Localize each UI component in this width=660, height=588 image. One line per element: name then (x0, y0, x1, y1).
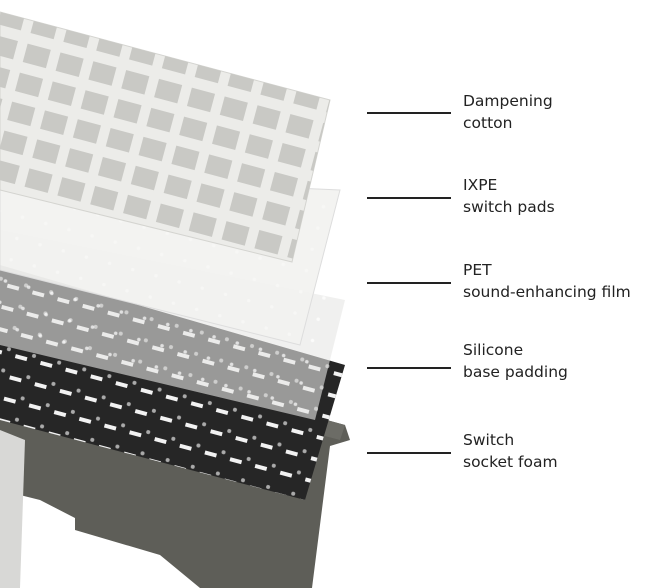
label-pet-film: PET sound-enhancing film (463, 259, 631, 303)
label-silicone-base-padding: Silicone base padding (463, 339, 568, 383)
label-line: base padding (463, 363, 568, 381)
leader-line-socket-foam (367, 452, 451, 454)
dampening-cotton-plate (0, 11, 331, 263)
leader-line-silicone (367, 367, 451, 369)
label-line: Silicone (463, 341, 524, 359)
label-line: switch pads (463, 198, 555, 216)
leader-line-dampening (367, 112, 451, 114)
label-line: cotton (463, 114, 513, 132)
label-line: IXPE (463, 176, 498, 194)
leader-line-ixpe (367, 197, 451, 199)
label-ixpe-switch-pads: IXPE switch pads (463, 174, 555, 218)
label-dampening-cotton: Dampening cotton (463, 90, 553, 134)
label-switch-socket-foam: Switch socket foam (463, 429, 558, 473)
label-line: Dampening (463, 92, 553, 110)
label-line: Switch (463, 431, 515, 449)
label-line: socket foam (463, 453, 558, 471)
leader-line-pet (367, 282, 451, 284)
label-line: sound-enhancing film (463, 283, 631, 301)
label-line: PET (463, 261, 492, 279)
